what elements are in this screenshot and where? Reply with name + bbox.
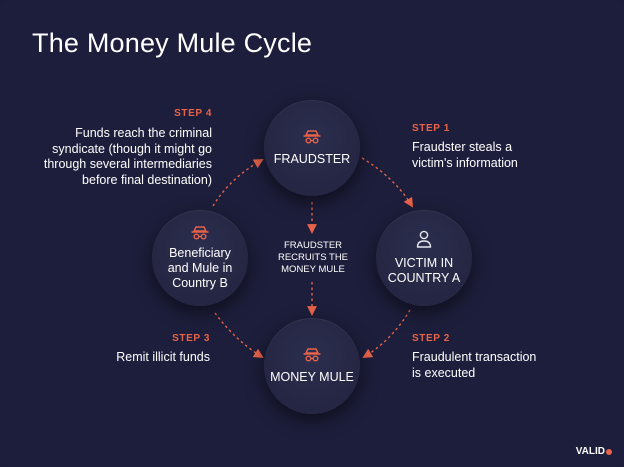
person-icon [416, 230, 432, 248]
node-fraudster-label: FRAUDSTER [273, 151, 351, 166]
step1-label: STEP 1 [412, 123, 450, 134]
node-beneficiary-label: Beneficiary and Mule in Country B [167, 245, 233, 290]
node-fraudster: FRAUDSTER [264, 100, 360, 196]
node-victim-label: VICTIM IN COUNTRY A [387, 256, 461, 285]
arrow-step2 [362, 309, 411, 359]
node-money-mule-label: MONEY MULE [270, 369, 354, 384]
page-title: The Money Mule Cycle [32, 28, 313, 58]
spy-icon [303, 347, 321, 362]
step4-label: STEP 4 [174, 108, 212, 119]
node-beneficiary: Beneficiary and Mule in Country B [152, 210, 248, 306]
arrow-step3 [214, 312, 264, 359]
step2-text: Fraudulent transaction is executed [412, 350, 537, 380]
step2-label: STEP 2 [412, 333, 450, 344]
brand-name: VALID [575, 446, 605, 457]
brand-logo: VALID [576, 446, 612, 457]
arrow-step4 [212, 159, 264, 207]
step4-text: Funds reach the criminal syndicate (thou… [43, 126, 212, 187]
node-money-mule: MONEY MULE [264, 318, 360, 414]
step1-text: Fraudster steals a victim's information [412, 140, 518, 170]
spy-icon [303, 129, 321, 144]
spy-icon [191, 225, 209, 240]
step3-text: Remit illicit funds [116, 350, 210, 364]
node-victim: VICTIM IN COUNTRY A [376, 210, 472, 306]
arrow-step1 [361, 157, 414, 208]
step3-label: STEP 3 [172, 333, 210, 344]
recruit-text: FRAUDSTER RECRUITS THE MONEY MULE [277, 240, 349, 275]
brand-dot-icon [606, 448, 612, 455]
